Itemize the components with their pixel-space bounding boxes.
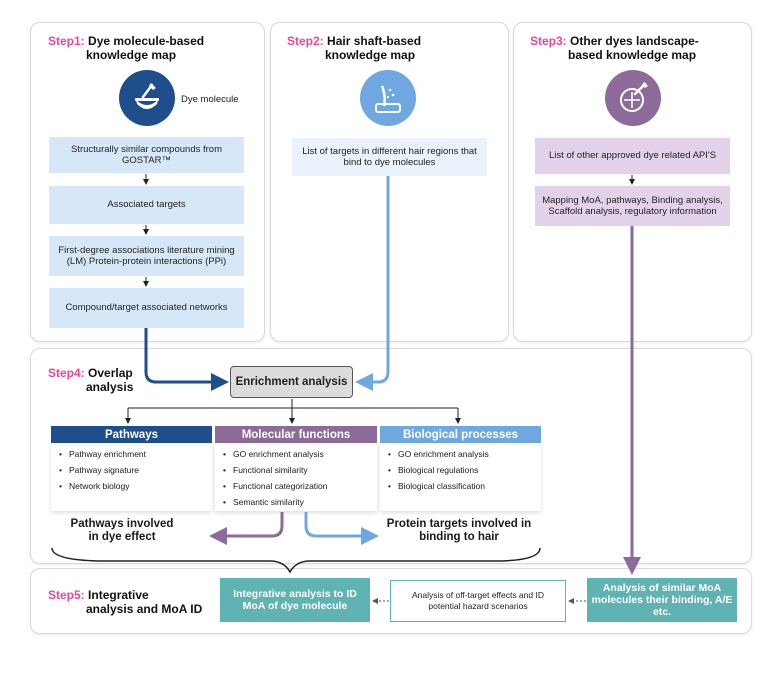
pathways-header: Pathways (51, 426, 212, 443)
molecular-functions-item: Semantic similarity (223, 497, 377, 507)
step3-box-mapping-moa: Mapping MoA, pathways, Binding analysis,… (535, 186, 730, 226)
biological-processes-item: Biological classification (388, 481, 541, 491)
step1-box-first-degree: First-degree associations literature min… (49, 236, 244, 276)
biological-processes-header: Biological processes (380, 426, 541, 443)
step1-title: Step1: Dye molecule-based knowledge map (48, 34, 205, 62)
pathways-item: Pathway signature (59, 465, 212, 475)
pathways-output-label: Pathways involved in dye effect (70, 518, 174, 543)
step5-title: Step5: Integrative analysis and MoA ID (48, 588, 203, 616)
step1-box-associated-targets: Associated targets (49, 186, 244, 224)
similar-moa-box: Analysis of similar MoA molecules their … (587, 578, 737, 622)
dye-molecule-label: Dye molecule (181, 94, 239, 105)
enrichment-analysis-box: Enrichment analysis (230, 366, 353, 398)
step5-tag: Step5: (48, 588, 85, 602)
pathways-item: Pathway enrichment (59, 449, 212, 459)
step4-title: Step4: Overlap analysis (48, 366, 134, 394)
protein-targets-output-label: Protein targets involved in binding to h… (386, 518, 532, 543)
step4-brace (51, 547, 541, 574)
pathways-list: Pathway enrichment Pathway signature Net… (51, 443, 212, 511)
molecular-functions-header: Molecular functions (215, 426, 377, 443)
biological-processes-item: Biological regulations (388, 465, 541, 475)
step1-tag: Step1: (48, 34, 85, 48)
molecular-functions-item: Functional categorization (223, 481, 377, 491)
step2-to-enrichment-arrow (355, 176, 390, 391)
hair-shaft-icon (360, 70, 416, 126)
molecular-functions-item: GO enrichment analysis (223, 449, 377, 459)
step4-tag: Step4: (48, 366, 85, 380)
molecular-functions-item: Functional similarity (223, 465, 377, 475)
step3-tag: Step3: (530, 34, 567, 48)
pathways-item: Network biology (59, 481, 212, 491)
molecular-functions-list: GO enrichment analysis Functional simila… (215, 443, 377, 511)
step1-box-similar-compounds: Structurally similar compounds from GOST… (49, 137, 244, 173)
step3-title: Step3: Other dyes landscape- based knowl… (530, 34, 699, 62)
step3-box-approved-dyes: List of other approved dye related API'S (535, 138, 730, 174)
off-target-analysis-box: Analysis of off-target effects and ID po… (390, 580, 566, 622)
biological-processes-item: GO enrichment analysis (388, 449, 541, 459)
biological-processes-list: GO enrichment analysis Biological regula… (380, 443, 541, 511)
molecular-to-protein-output-arrow (304, 512, 379, 545)
step2-box-hair-targets: List of targets in different hair region… (292, 138, 487, 176)
molecular-to-pathways-output-arrow (209, 512, 284, 545)
integrative-analysis-box: Integrative analysis to ID MoA of dye mo… (220, 578, 370, 622)
dyes-landscape-icon (605, 70, 661, 126)
dye-molecule-icon (119, 70, 175, 126)
step1-to-enrichment-arrow (144, 328, 229, 391)
step1-box-networks: Compound/target associated networks (49, 288, 244, 328)
step2-tag: Step2: (287, 34, 324, 48)
step2-title: Step2: Hair shaft-based knowledge map (287, 34, 422, 62)
